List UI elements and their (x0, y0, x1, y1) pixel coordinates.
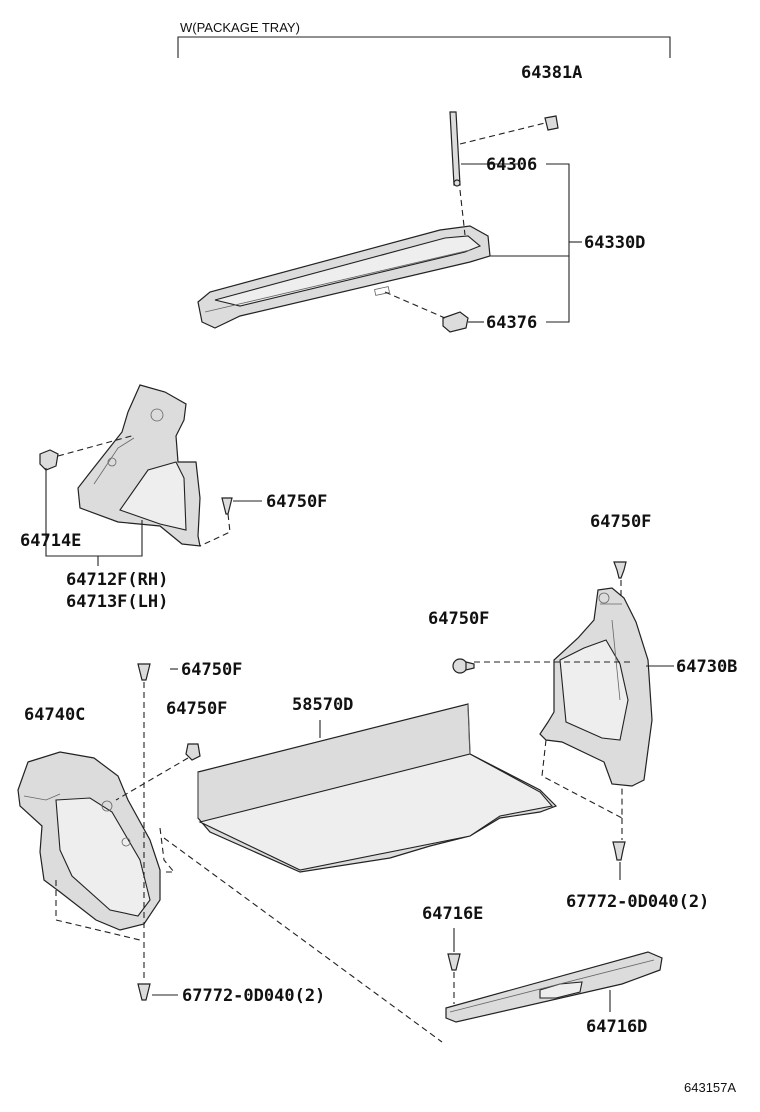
quarter-trim-right[interactable] (539, 587, 653, 787)
screw-64750F-a[interactable] (221, 497, 233, 515)
label-64712F: 64712F(RH) (66, 570, 168, 590)
support-rod[interactable] (449, 111, 461, 187)
bolt-67772-right[interactable] (612, 841, 626, 861)
label-67772-left: 67772-0D040(2) (182, 986, 325, 1006)
label-64306: 64306 (486, 155, 537, 175)
label-64713F: 64713F(LH) (66, 592, 168, 612)
label-64714E: 64714E (20, 531, 81, 551)
label-64330D: 64330D (584, 233, 645, 253)
label-58570D: 58570D (292, 695, 353, 715)
screw-64750F-b[interactable] (613, 561, 627, 579)
clip-64750F-e[interactable] (185, 743, 201, 761)
label-64750F-e: 64750F (166, 699, 227, 719)
luggage-floor-mat[interactable] (197, 703, 558, 873)
label-64716D: 64716D (586, 1017, 647, 1037)
label-64381A: 64381A (521, 63, 582, 83)
label-64750F-d: 64750F (181, 660, 242, 680)
package-tray-group-bracket (177, 36, 671, 58)
clip-64376[interactable] (442, 311, 469, 333)
label-64730B: 64730B (676, 657, 737, 677)
label-67772-right: 67772-0D040(2) (566, 892, 709, 912)
screw-64716E[interactable] (447, 953, 461, 971)
bolt-67772-left[interactable] (137, 983, 151, 1001)
quarter-trim-left[interactable] (17, 751, 161, 931)
rear-scuff-plate[interactable] (445, 951, 663, 1023)
label-64376: 64376 (486, 313, 537, 333)
label-64716E: 64716E (422, 904, 483, 924)
label-64750F-c: 64750F (428, 609, 489, 629)
clip-64381A[interactable] (544, 115, 559, 131)
group-label: W(PACKAGE TRAY) (180, 20, 300, 35)
fastener-64750F-c[interactable] (452, 658, 475, 674)
label-64750F-a: 64750F (266, 492, 327, 512)
label-64750F-b: 64750F (590, 512, 651, 532)
drawing-id: 643157A (684, 1080, 736, 1095)
screw-64750F-d[interactable] (137, 663, 151, 681)
label-64740C: 64740C (24, 705, 85, 725)
quarter-trim-upper[interactable] (77, 384, 201, 547)
package-tray-panel[interactable] (197, 225, 491, 329)
clip-64714E[interactable] (39, 449, 59, 471)
